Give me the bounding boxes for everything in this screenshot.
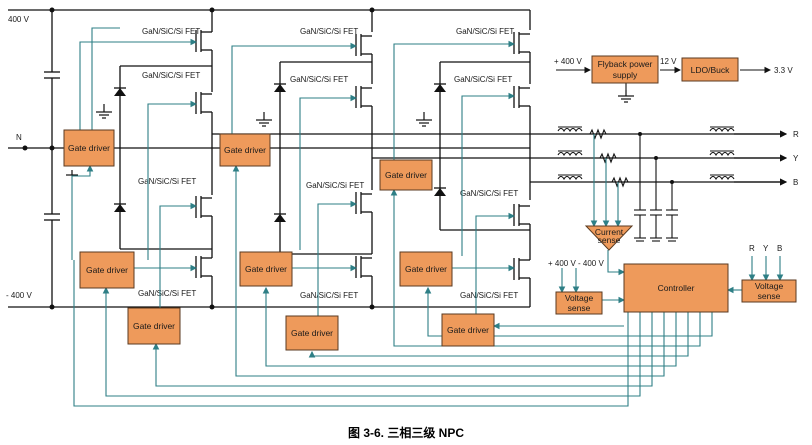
gate-driver-1: Gate driver: [63, 129, 115, 167]
svg-text:sense: sense: [568, 303, 591, 313]
svg-text:GaN/SiC/Si FET: GaN/SiC/Si FET: [300, 27, 358, 36]
voltage-sense-input-label: + 400 V - 400 V: [548, 259, 604, 268]
svg-text:Current: Current: [595, 227, 624, 237]
gate-driver-4: Gate driver: [219, 133, 271, 167]
svg-text:GaN/SiC/Si FET: GaN/SiC/Si FET: [454, 75, 512, 84]
svg-text:GaN/SiC/Si FET: GaN/SiC/Si FET: [460, 189, 518, 198]
svg-text:Gate driver: Gate driver: [385, 170, 427, 180]
fet-labels: GaN/SiC/Si FET GaN/SiC/Si FET GaN/SiC/Si…: [138, 27, 518, 300]
svg-text:GaN/SiC/Si FET: GaN/SiC/Si FET: [306, 181, 364, 190]
gate-driver-2: Gate driver: [79, 251, 135, 289]
clamp-diodes: [114, 83, 446, 222]
output-label-b: B: [793, 178, 798, 187]
gate-driver-5: Gate driver: [239, 251, 293, 287]
voltage-sense-block: Voltage sense: [555, 291, 603, 315]
svg-text:sense: sense: [758, 291, 781, 301]
svg-text:Gate driver: Gate driver: [224, 145, 266, 155]
svg-text:Gate driver: Gate driver: [245, 264, 287, 274]
phase-sense-r-label: R: [749, 244, 755, 253]
svg-text:LDO/Buck: LDO/Buck: [691, 65, 730, 75]
svg-text:Controller: Controller: [658, 283, 695, 293]
flyback-input-label: + 400 V: [554, 57, 582, 66]
svg-text:Gate driver: Gate driver: [405, 264, 447, 274]
power-supply-wires: [556, 66, 772, 90]
svg-text:Gate driver: Gate driver: [86, 265, 128, 275]
filter-nodes: [638, 132, 674, 184]
svg-text:GaN/SiC/Si FET: GaN/SiC/Si FET: [290, 75, 348, 84]
svg-text:Flyback power: Flyback power: [598, 59, 653, 69]
svg-text:GaN/SiC/Si FET: GaN/SiC/Si FET: [300, 291, 358, 300]
svg-text:Gate driver: Gate driver: [291, 328, 333, 338]
phase-sense-b-label: B: [777, 244, 782, 253]
gate-driver-3: Gate driver: [127, 307, 181, 345]
output-label-r: R: [793, 130, 799, 139]
svg-text:Voltage: Voltage: [755, 281, 784, 291]
svg-text:Gate driver: Gate driver: [68, 143, 110, 153]
svg-text:Gate driver: Gate driver: [133, 321, 175, 331]
ground-symbols: [66, 90, 634, 176]
gate-driver-8: Gate driver: [399, 251, 453, 287]
output-label-y: Y: [793, 154, 799, 163]
svg-text:GaN/SiC/Si FET: GaN/SiC/Si FET: [142, 71, 200, 80]
gate-driver-9: Gate driver: [441, 313, 495, 347]
output-filter: [557, 126, 735, 242]
rail-bottom-label: - 400 V: [6, 291, 32, 300]
svg-text:Voltage: Voltage: [565, 293, 594, 303]
gate-driver-6: Gate driver: [285, 315, 339, 351]
svg-text:supply: supply: [613, 70, 638, 80]
current-sense-block: Current sense: [584, 225, 634, 251]
flyback-output-label: 12 V: [660, 57, 677, 66]
controller-block: Controller: [623, 263, 729, 313]
flyback-block: Flyback power supply: [591, 55, 659, 84]
ldo-output-label: 3.3 V: [774, 66, 793, 75]
svg-text:Gate driver: Gate driver: [447, 325, 489, 335]
phase-voltage-sense-block: Voltage sense: [741, 279, 797, 303]
svg-text:GaN/SiC/Si FET: GaN/SiC/Si FET: [460, 291, 518, 300]
gate-signal-wires: [71, 27, 784, 407]
rail-top-label: 400 V: [8, 15, 30, 24]
ldo-block: LDO/Buck: [681, 57, 739, 82]
svg-text:GaN/SiC/Si FET: GaN/SiC/Si FET: [138, 177, 196, 186]
svg-text:GaN/SiC/Si FET: GaN/SiC/Si FET: [138, 289, 196, 298]
phase-sense-y-label: Y: [763, 244, 769, 253]
rail-neutral-label: N: [16, 133, 22, 142]
svg-text:GaN/SiC/Si FET: GaN/SiC/Si FET: [142, 27, 200, 36]
svg-text:sense: sense: [598, 235, 621, 245]
phase-outputs: [734, 130, 788, 186]
figure-caption: 图 3-6. 三相三级 NPC: [348, 425, 464, 440]
svg-text:GaN/SiC/Si FET: GaN/SiC/Si FET: [456, 27, 514, 36]
gate-driver-7: Gate driver: [379, 159, 433, 191]
